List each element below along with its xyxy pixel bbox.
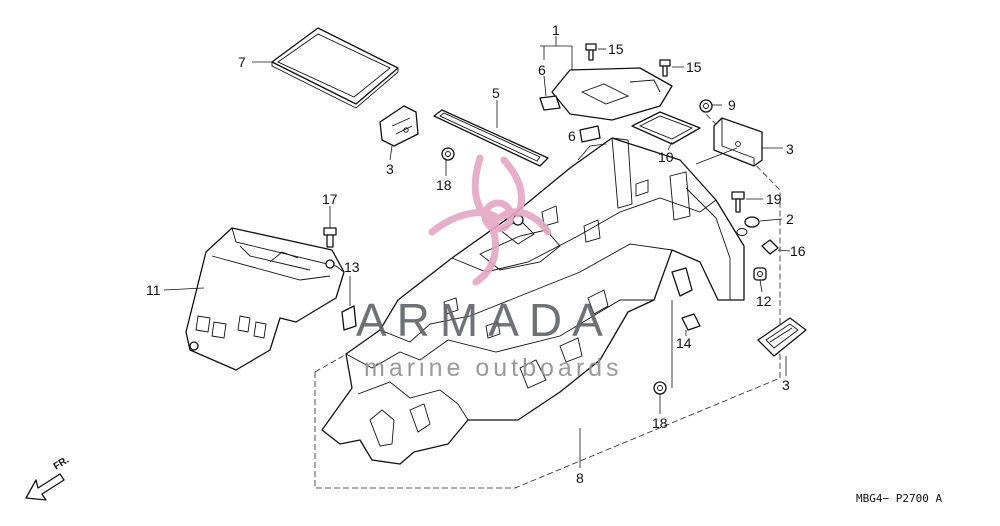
callout-3a: 3 xyxy=(386,161,394,177)
front-label: FR. xyxy=(52,455,72,473)
bolt-15a xyxy=(585,43,597,61)
nut-9 xyxy=(699,99,713,113)
callout-17: 17 xyxy=(322,191,338,207)
watermark: ARMADA marine outboards xyxy=(356,154,623,382)
callouts: 1 2 3 3 3 5 6 6 7 8 9 10 11 12 13 14 15 … xyxy=(146,22,806,486)
part-6-clip-b xyxy=(579,125,601,143)
callout-8: 8 xyxy=(576,470,584,486)
watermark-brand: ARMADA xyxy=(356,294,613,346)
part-6-clip-a xyxy=(539,95,561,111)
callout-18a: 18 xyxy=(436,177,452,193)
callout-14: 14 xyxy=(676,335,692,351)
callout-15a: 15 xyxy=(608,41,624,57)
clip-13 xyxy=(341,305,357,331)
front-arrow-icon: FR. xyxy=(25,455,72,501)
part-5-seal xyxy=(433,109,549,167)
diagram-code: MBG4− P2700 A xyxy=(856,492,942,505)
fasteners xyxy=(189,43,779,395)
callout-11: 11 xyxy=(146,282,161,298)
part-3-left-bracket xyxy=(379,105,419,147)
armada-logo-icon xyxy=(428,154,552,286)
part-11-license-bracket xyxy=(185,227,345,371)
callout-7: 7 xyxy=(238,54,246,70)
callout-1: 1 xyxy=(552,22,560,38)
callout-9: 9 xyxy=(728,97,736,113)
part-3-reflector xyxy=(757,317,807,357)
callout-6b: 6 xyxy=(568,128,576,144)
grommet-2 xyxy=(736,216,760,236)
callout-3c: 3 xyxy=(782,377,790,393)
part-10-pad xyxy=(631,111,701,145)
part-1-upper-cover xyxy=(539,67,673,143)
callout-3b: 3 xyxy=(786,141,794,157)
part-8-rear-fender xyxy=(321,137,745,465)
callout-13: 13 xyxy=(344,259,360,275)
part-7-pad xyxy=(271,27,399,109)
callout-19: 19 xyxy=(766,191,782,207)
nut-14 xyxy=(681,313,701,331)
nut-12 xyxy=(753,267,767,281)
bolt-18a xyxy=(441,147,455,161)
callout-16: 16 xyxy=(790,243,806,259)
callout-12: 12 xyxy=(756,293,772,309)
bolt-18b xyxy=(653,381,667,395)
bolt-19 xyxy=(731,191,745,213)
callout-18b: 18 xyxy=(652,415,668,431)
bolt-17 xyxy=(323,227,337,248)
clip-14-bracket xyxy=(671,267,693,297)
bolt-15b xyxy=(659,59,671,77)
callout-10: 10 xyxy=(658,149,674,165)
callout-2: 2 xyxy=(786,211,794,227)
callout-6a: 6 xyxy=(538,62,546,78)
part-3-right-block xyxy=(713,117,763,167)
screw-16 xyxy=(761,239,779,255)
leader-lines xyxy=(163,36,791,468)
callout-5: 5 xyxy=(492,85,500,101)
watermark-tagline: marine outboards xyxy=(364,354,623,382)
callout-15b: 15 xyxy=(686,59,702,75)
